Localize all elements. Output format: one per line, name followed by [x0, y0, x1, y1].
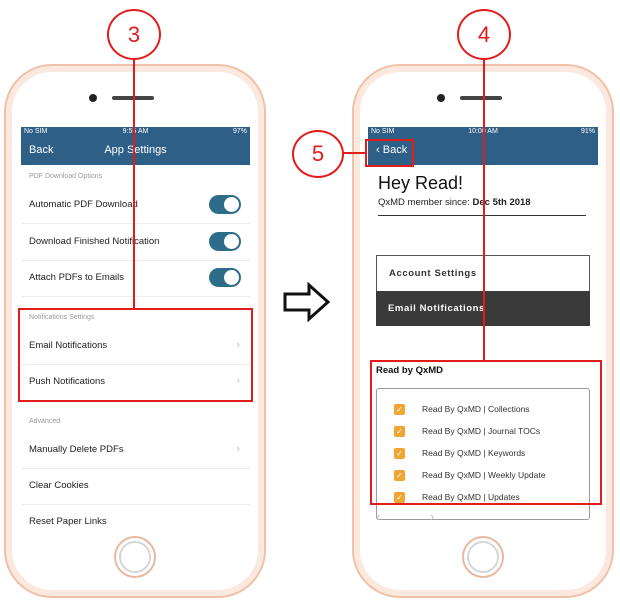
- chevron-right-icon: ›: [236, 443, 240, 455]
- speaker-icon: [460, 96, 502, 100]
- back-button[interactable]: Back: [29, 144, 54, 156]
- list-item-label: Read By QxMD | Weekly Update: [422, 470, 546, 480]
- row-label: Email Notifications: [29, 340, 108, 351]
- checkbox-icon[interactable]: ✓: [394, 448, 405, 459]
- callout-connector: [338, 152, 365, 154]
- camera-icon: [437, 94, 445, 102]
- page-title: App Settings: [104, 144, 167, 156]
- list-item-label: Read By QxMD | Keywords: [422, 448, 526, 458]
- battery-text: 91%: [580, 128, 595, 135]
- nav-bar: Back App Settings: [21, 137, 250, 165]
- read-by-qxmd-title: Read by QxMD: [376, 365, 444, 376]
- callout-connector: [133, 59, 135, 310]
- row-label: Reset Paper Links: [29, 516, 107, 527]
- row-email-notifications[interactable]: Email Notifications ›: [21, 328, 250, 365]
- section-notifications: Notifications Settings: [29, 314, 95, 321]
- checkbox-icon[interactable]: ✓: [394, 492, 405, 503]
- row-download-notification[interactable]: Download Finished Notification: [21, 224, 250, 261]
- back-button[interactable]: ‹ Back: [376, 144, 407, 156]
- row-clear-cookies[interactable]: Clear Cookies: [21, 468, 250, 505]
- checkbox-icon[interactable]: ✓: [394, 426, 405, 437]
- row-label: Push Notifications: [29, 376, 106, 387]
- app-settings-screen: No SIM 9:55 AM 97% Back App Settings PDF…: [21, 127, 250, 530]
- read-by-list: [376, 388, 590, 520]
- list-item-label: Read By QxMD | Updates: [422, 492, 520, 502]
- row-label: Download Finished Notification: [29, 236, 160, 247]
- member-date: Dec 5th 2018: [472, 197, 531, 208]
- download-notification-toggle[interactable]: [209, 232, 241, 251]
- callout-3: 3: [107, 9, 161, 60]
- chevron-right-icon[interactable]: ›: [430, 509, 435, 524]
- time-text: 10:00 AM: [468, 128, 498, 135]
- attach-pdfs-toggle[interactable]: [209, 268, 241, 287]
- section-advanced: Advanced: [29, 418, 61, 425]
- highlight-back-button: [365, 139, 414, 167]
- row-reset-paper-links[interactable]: Reset Paper Links: [21, 504, 250, 530]
- divider: [378, 215, 586, 216]
- button-label: Account Settings: [389, 268, 477, 279]
- callout-connector: [483, 59, 485, 361]
- greeting-heading: Hey Read!: [378, 173, 464, 193]
- row-label: Clear Cookies: [29, 480, 89, 491]
- back-label: Back: [382, 144, 408, 156]
- chevron-left-icon[interactable]: ‹: [376, 509, 381, 524]
- row-label: Manually Delete PDFs: [29, 444, 124, 455]
- carrier-text: No SIM: [371, 128, 395, 135]
- highlight-notifications-settings: [18, 308, 253, 402]
- list-item-label: Read By QxMD | Journal TOCs: [422, 426, 541, 436]
- list-item-label: Read By QxMD | Collections: [422, 404, 530, 414]
- battery-text: 97%: [232, 128, 247, 135]
- member-label: QxMD member since:: [378, 197, 473, 208]
- chevron-left-icon: ‹: [376, 144, 380, 156]
- row-attach-pdfs[interactable]: Attach PDFs to Emails: [21, 260, 250, 297]
- home-button[interactable]: [114, 536, 156, 578]
- status-bar: No SIM 9:55 AM 97%: [21, 127, 250, 137]
- button-label: Email Notifications: [388, 303, 485, 314]
- highlight-read-by-qxmd: [370, 360, 602, 505]
- chevron-right-icon: ›: [236, 375, 240, 387]
- home-button[interactable]: [462, 536, 504, 578]
- row-label: Automatic PDF Download: [29, 199, 138, 210]
- chevron-right-icon: ›: [236, 339, 240, 351]
- auto-pdf-toggle[interactable]: [209, 195, 241, 214]
- row-auto-pdf[interactable]: Automatic PDF Download: [21, 187, 250, 224]
- time-text: 9:55 AM: [122, 128, 149, 135]
- carrier-text: No SIM: [24, 128, 48, 135]
- callout-4: 4: [457, 9, 511, 60]
- row-manually-delete[interactable]: Manually Delete PDFs ›: [21, 432, 250, 469]
- section-pdf-options: PDF Download Options: [29, 173, 103, 180]
- arrow-right-icon: [283, 282, 331, 322]
- row-label: Attach PDFs to Emails: [29, 272, 125, 283]
- callout-5: 5: [292, 130, 344, 178]
- member-since: QxMD member since: Dec 5th 2018: [378, 197, 531, 208]
- camera-icon: [89, 94, 97, 102]
- checkbox-icon[interactable]: ✓: [394, 470, 405, 481]
- checkbox-icon[interactable]: ✓: [394, 404, 405, 415]
